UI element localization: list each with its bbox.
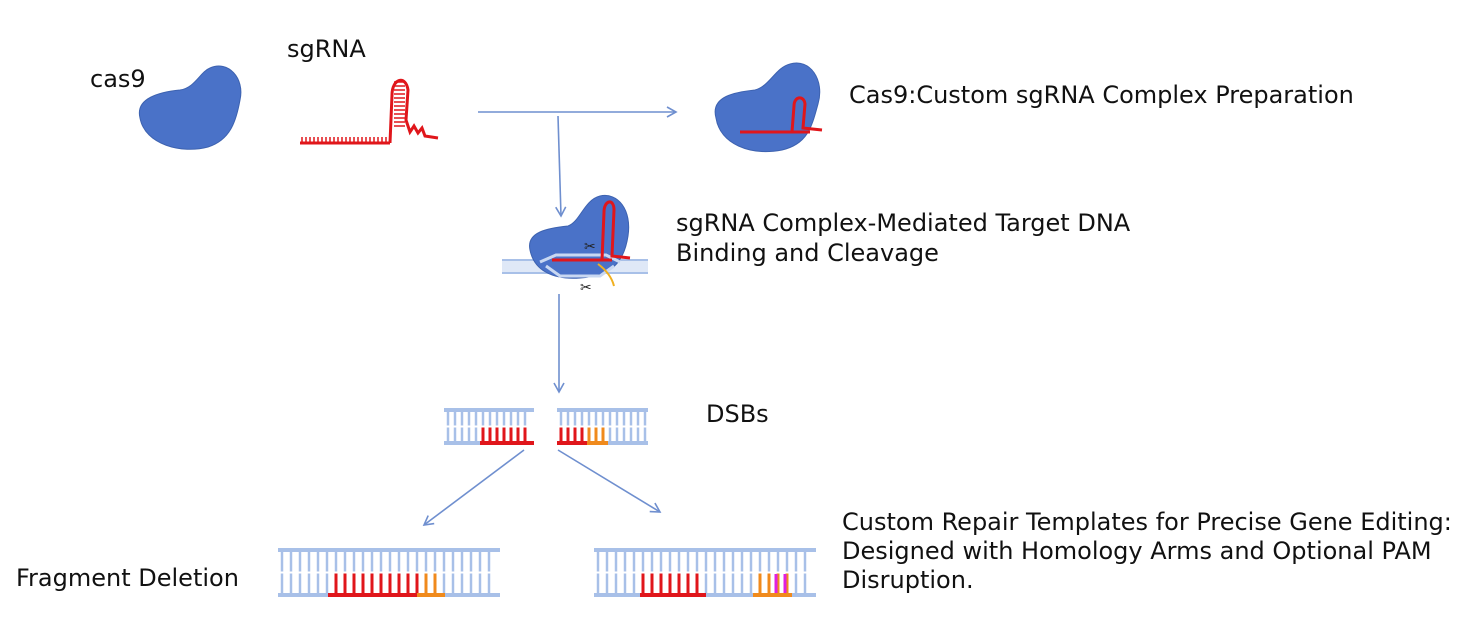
arrow-to-fragment-deletion (422, 449, 525, 526)
repair-template-label-line2: Designed with Homology Arms and Optional… (842, 537, 1432, 565)
cas9-sgrna-complex-icon (714, 62, 823, 152)
binding-cleavage-label-line2: Binding and Cleavage (676, 239, 939, 267)
cas9-label: cas9 (90, 65, 146, 93)
cas9-protein-icon (138, 65, 242, 150)
binding-cleavage-label-line1: sgRNA Complex-Mediated Target DNA (676, 209, 1131, 237)
repair-template-label-line1: Custom Repair Templates for Precise Gene… (842, 508, 1452, 536)
sgrna-label: sgRNA (287, 35, 366, 63)
sgrna-hairpin-icon (300, 79, 439, 145)
arrow-to-binding (555, 115, 567, 218)
repair-template-label-line3: Disruption. (842, 566, 974, 594)
fragment-deletion-label: Fragment Deletion (16, 564, 239, 592)
fragment-deletion-dna-icon (278, 548, 500, 597)
dsb-right-fragment-icon (557, 408, 648, 445)
svg-text:✂: ✂ (584, 239, 596, 255)
dsb-left-fragment-icon (444, 408, 534, 445)
dsbs-label: DSBs (706, 400, 769, 428)
arrow-to-repair-template (557, 449, 662, 513)
complex-preparation-label: Cas9:Custom sgRNA Complex Preparation (849, 81, 1354, 109)
svg-text:✂: ✂ (580, 280, 592, 296)
binding-cleavage-illustration-icon: ✂ ✂ (502, 194, 648, 296)
repair-template-dna-icon (594, 548, 816, 597)
